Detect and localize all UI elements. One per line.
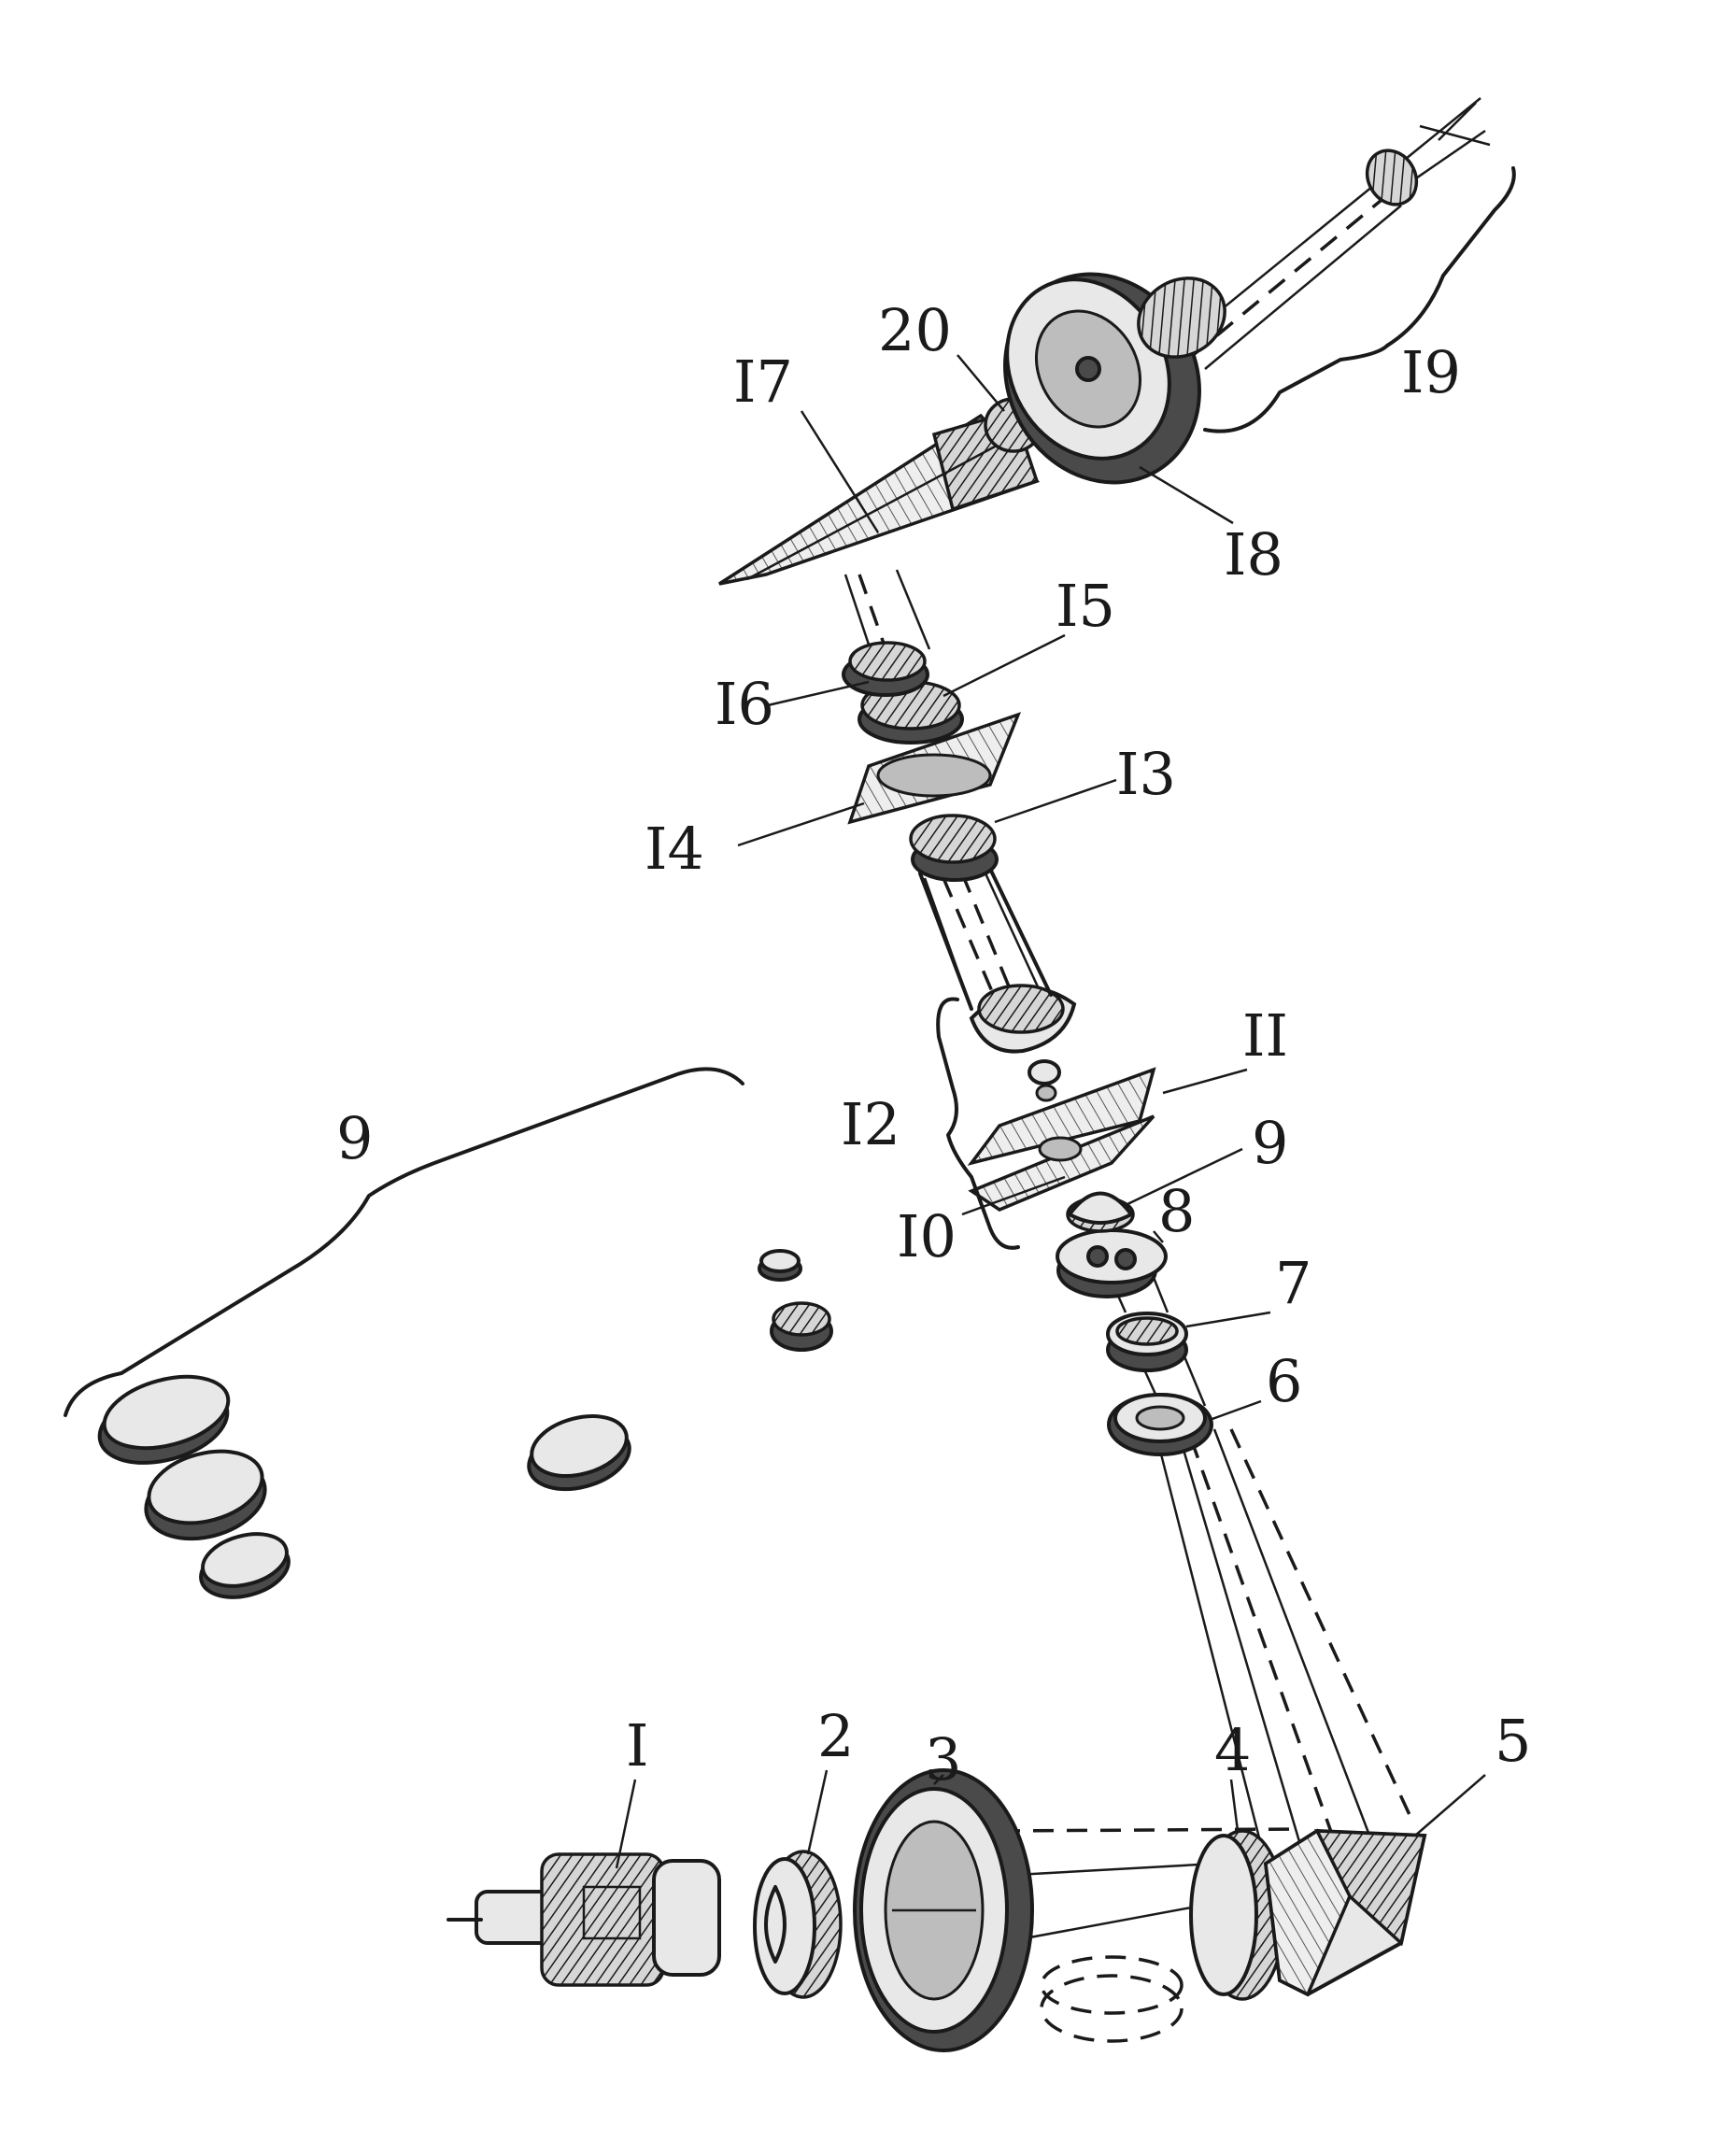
label-1: I — [626, 1711, 649, 1780]
collector-lens — [753, 1850, 843, 1999]
field-lens — [1189, 1829, 1286, 2001]
label-14: I4 — [645, 815, 704, 883]
label-11: II — [1242, 1001, 1288, 1070]
label-6: 6 — [1266, 1347, 1302, 1415]
lens-7 — [1106, 1312, 1188, 1372]
diaphragm-8 — [1056, 1228, 1168, 1298]
microscope-tube — [918, 867, 1053, 1011]
label-5: 5 — [1495, 1707, 1531, 1775]
lamp-housing — [446, 1852, 721, 1987]
labels: I 2 3 4 5 6 7 8 9 9 I0 II I2 I3 I4 I5 I6… — [336, 296, 1531, 1794]
label-3: 3 — [925, 1725, 961, 1794]
label-9: 9 — [1252, 1109, 1288, 1177]
label-12: I2 — [841, 1090, 900, 1158]
label-2: 2 — [817, 1702, 854, 1770]
condenser-ring-lens — [853, 1768, 1034, 2052]
lens-13 — [909, 814, 999, 882]
spare-lens-group-9 — [97, 1249, 833, 1599]
label-13: I3 — [1116, 740, 1176, 808]
auxiliary-lens-dashed — [1040, 1955, 1183, 2043]
lens-16 — [842, 641, 929, 697]
label-8: 8 — [1158, 1177, 1195, 1245]
brace-12 — [936, 997, 1020, 1250]
reflecting-prism — [1263, 1828, 1427, 1997]
plate-14 — [847, 712, 1022, 825]
label-7: 7 — [1275, 1249, 1311, 1317]
label-20: 20 — [878, 296, 952, 364]
leader-lines — [615, 354, 1486, 1869]
label-15: I5 — [1056, 572, 1115, 640]
objective-12 — [969, 984, 1077, 1102]
label-9-group: 9 — [336, 1104, 373, 1172]
specimen-stage-plate — [967, 1067, 1156, 1212]
eyepiece-19 — [1137, 102, 1491, 359]
label-18: I8 — [1224, 520, 1283, 589]
label-19: I9 — [1401, 338, 1461, 406]
label-10: I0 — [897, 1202, 957, 1270]
lens-6 — [1107, 1393, 1213, 1456]
label-4: 4 — [1214, 1716, 1251, 1784]
brace-19 — [1203, 166, 1516, 433]
brace-9 — [64, 1067, 744, 1417]
label-16: I6 — [715, 670, 774, 738]
label-17: I7 — [733, 348, 793, 416]
